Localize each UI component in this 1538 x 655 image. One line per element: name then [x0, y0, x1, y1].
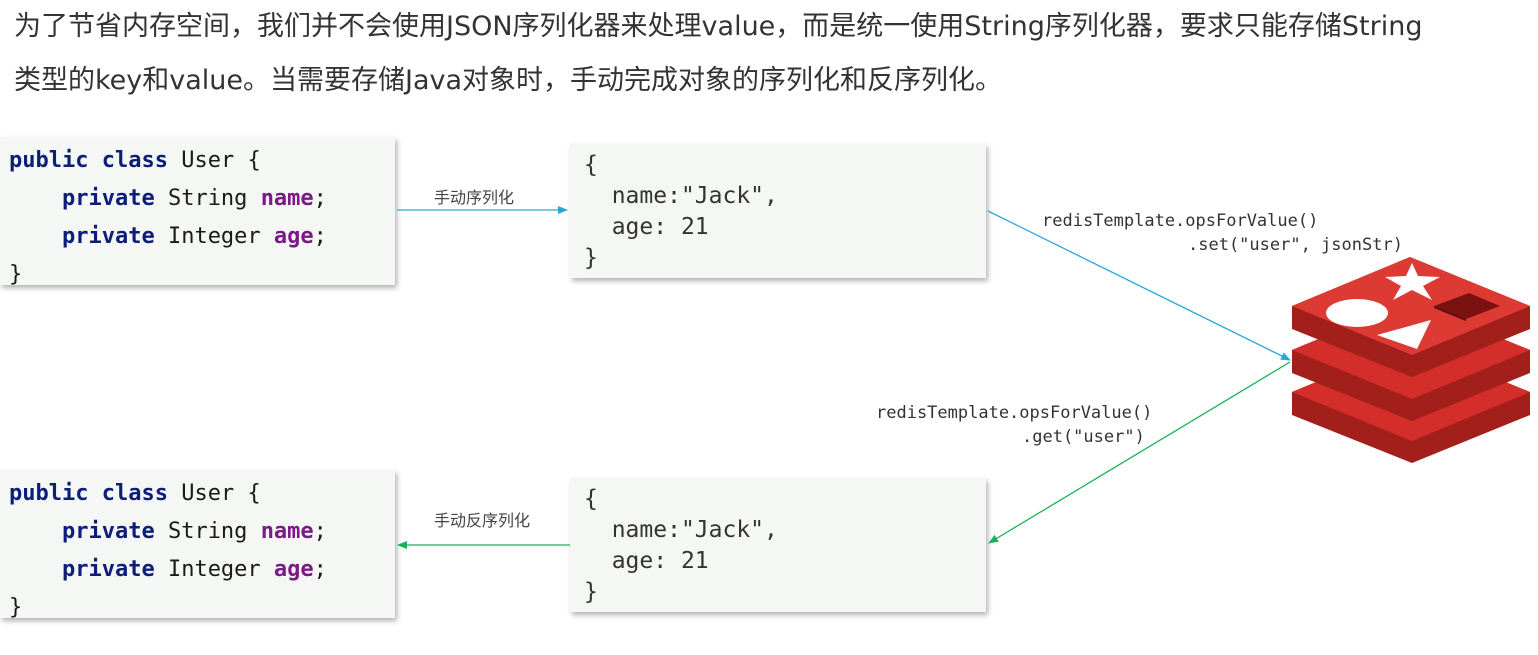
get-call-line-1: redisTemplate.opsForValue()	[876, 403, 1153, 423]
keyword-private: private	[61, 519, 155, 544]
field-age: age	[273, 557, 314, 582]
class-name: User	[181, 481, 235, 506]
type-string: String	[167, 519, 248, 544]
json-age-line: age: 21	[611, 548, 709, 574]
serialize-label: 手动序列化	[434, 188, 515, 207]
json-box-top: { name:"Jack", age: 21 }	[570, 144, 986, 278]
set-call-line-2: .set("user", jsonStr)	[1188, 235, 1403, 255]
json-age-line: age: 21	[611, 214, 709, 240]
json-open-brace: {	[584, 152, 598, 178]
redis-logo-icon	[1292, 257, 1530, 463]
get-call-label: redisTemplate.opsForValue() .get("user")	[876, 401, 1152, 449]
semicolon: ;	[313, 224, 327, 249]
keyword-class: class	[101, 481, 168, 506]
intro-line-1: 为了节省内存空间，我们并不会使用JSON序列化器来处理value，而是统一使用S…	[14, 11, 1423, 42]
open-brace: {	[247, 481, 261, 506]
keyword-private: private	[61, 557, 155, 582]
type-integer: Integer	[167, 224, 261, 249]
field-name: name	[260, 186, 314, 211]
java-class-box-top: public class User { private String name;…	[0, 137, 395, 287]
json-box-bottom: { name:"Jack", age: 21 }	[570, 478, 986, 612]
get-arrow	[988, 361, 1291, 544]
set-arrow	[987, 210, 1291, 361]
field-name: name	[260, 519, 314, 544]
close-brace: }	[9, 262, 23, 287]
semicolon: ;	[313, 519, 327, 544]
set-call-label: redisTemplate.opsForValue() .set("user",…	[1042, 209, 1403, 257]
json-close-brace: }	[584, 245, 598, 271]
keyword-private: private	[61, 186, 155, 211]
json-name-line: name:"Jack",	[611, 183, 778, 209]
json-name-line: name:"Jack",	[611, 517, 778, 543]
java-class-box-bottom: public class User { private String name;…	[0, 470, 395, 620]
intro-line-2: 类型的key和value。当需要存储Java对象时，手动完成对象的序列化和反序列…	[14, 65, 1003, 96]
open-brace: {	[247, 148, 261, 173]
json-open-brace: {	[584, 486, 598, 512]
semicolon: ;	[313, 557, 327, 582]
field-age: age	[273, 224, 314, 249]
semicolon: ;	[313, 186, 327, 211]
close-brace: }	[9, 595, 23, 620]
get-call-line-2: .get("user")	[1022, 427, 1145, 447]
keyword-class: class	[101, 148, 168, 173]
type-integer: Integer	[167, 557, 261, 582]
type-string: String	[167, 186, 248, 211]
keyword-public: public	[9, 148, 89, 173]
keyword-private: private	[61, 224, 155, 249]
json-close-brace: }	[584, 579, 598, 605]
keyword-public: public	[9, 481, 89, 506]
class-name: User	[181, 148, 235, 173]
intro-paragraph: 为了节省内存空间，我们并不会使用JSON序列化器来处理value，而是统一使用S…	[14, 0, 1524, 108]
deserialize-label: 手动反序列化	[434, 511, 531, 530]
set-call-line-1: redisTemplate.opsForValue()	[1042, 211, 1319, 231]
